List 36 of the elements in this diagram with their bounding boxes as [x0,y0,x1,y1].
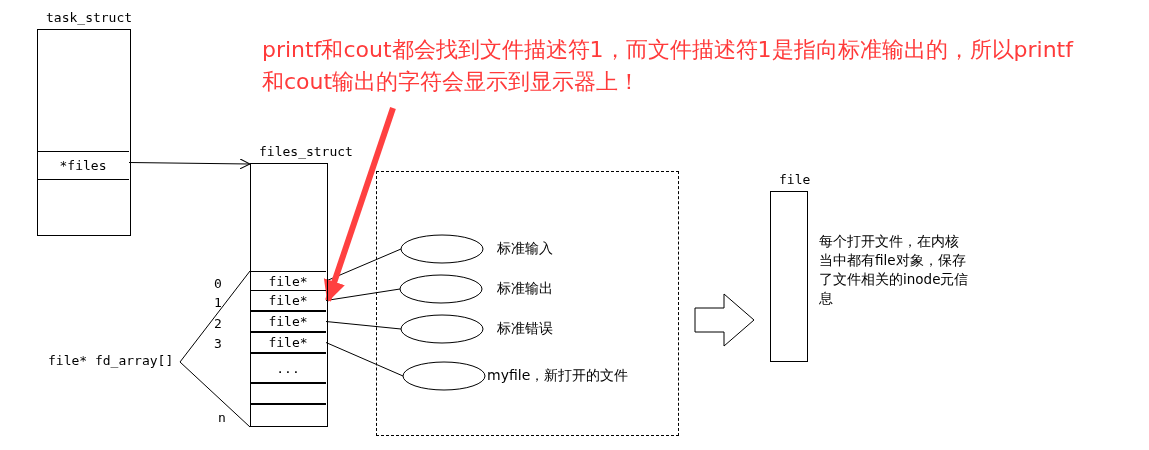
table-row-text: ... [275,360,301,376]
dashed-region [376,171,679,436]
connector-line [325,248,402,282]
table-row-text: file* [267,335,309,350]
table-row [250,383,326,404]
description-text: 标准错误 [497,321,553,335]
block-arrow [694,293,755,347]
index-number: 1 [214,296,222,309]
struct-name: file [779,173,811,186]
file-ellipse [399,274,483,304]
connector-line [179,270,251,363]
arrow [128,158,251,170]
description-text: 标准输出 [497,281,553,295]
index-number: 3 [214,337,222,350]
description-text: myfile，新打开的文件 [487,368,629,382]
table-row-text: file* [267,273,309,289]
struct-name: files_struct [259,145,353,158]
index-number: 2 [214,317,222,330]
file-ellipse [400,234,484,264]
table-row-text: *files [58,158,108,173]
connector-line [325,342,404,377]
array-label: file* fd_array[] [48,353,174,368]
description-text: 每个打开文件，在内核当中都有file对象，保存了文件相关的inode元信息 [819,232,970,308]
annotation-text: printf和cout都会找到文件描述符1，而文件描述符1是指向标准输出的，所以printf和cout输出的字符会显示到显示器上！ [262,36,1075,96]
connector-line [179,361,251,428]
index-number: 0 [214,277,222,290]
connector-line [325,321,402,330]
file-ellipse [400,314,484,344]
table-row-text: file* [267,314,309,329]
description-text: 标准输入 [497,241,553,255]
struct-name: task_struct [46,11,133,24]
file-ellipse [402,361,486,391]
pointer-arrow [323,107,396,303]
connector-line [325,288,401,301]
table-row-text: file* [267,293,309,308]
index-number: n [218,411,226,424]
